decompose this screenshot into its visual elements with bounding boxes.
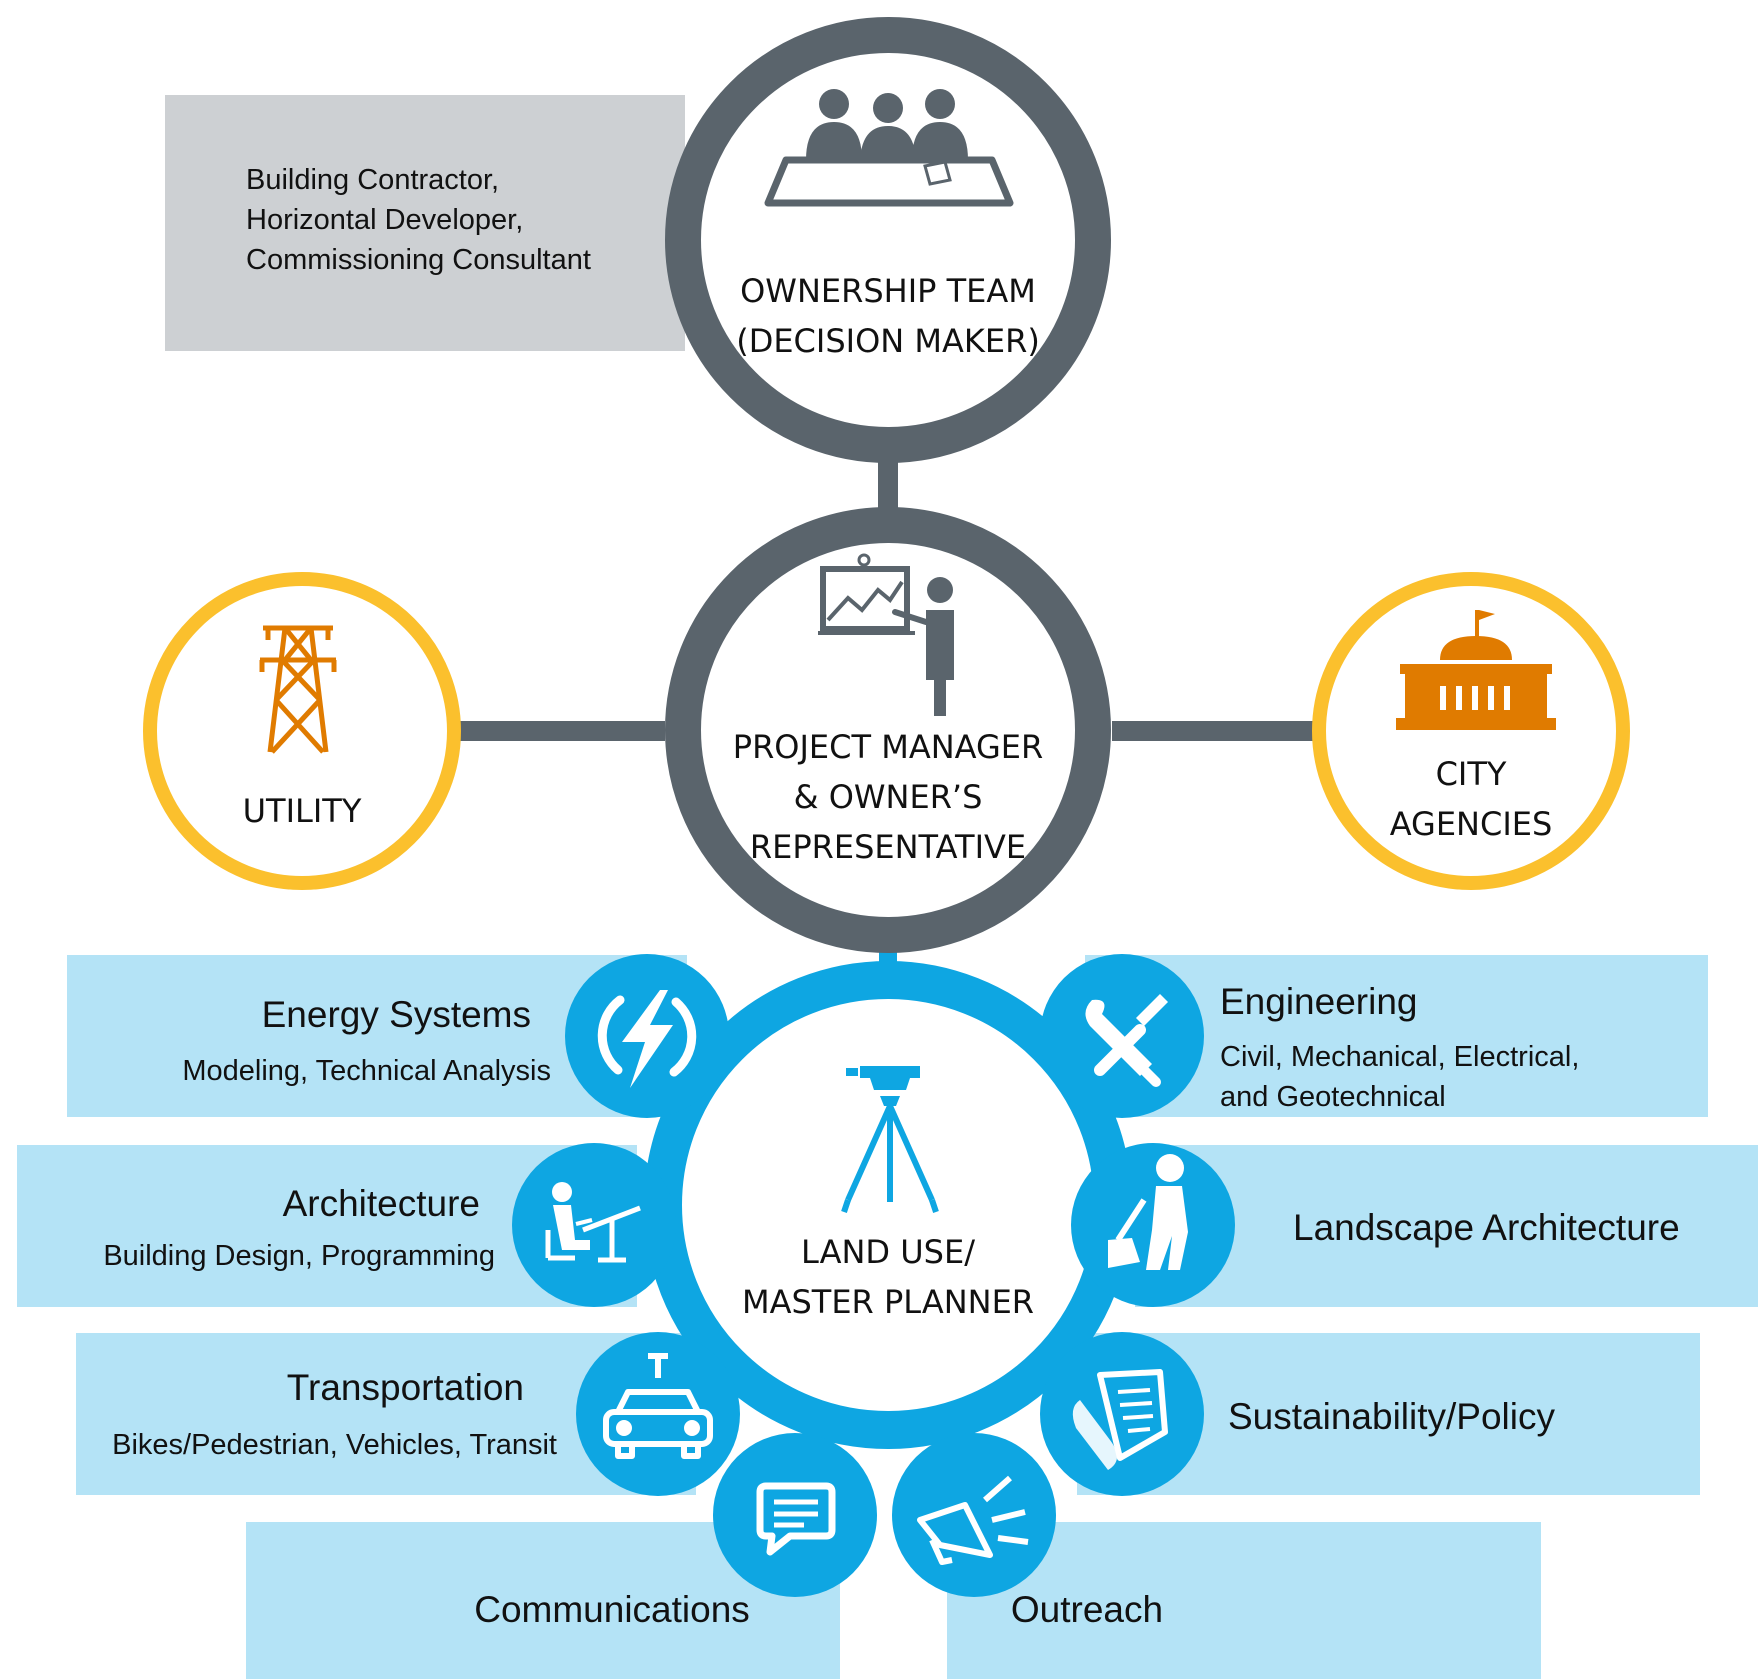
engineering-subtitle-line1: Civil, Mechanical, Electrical, <box>1220 1041 1579 1073</box>
architecture-subtitle: Building Design, Programming <box>103 1240 495 1272</box>
ownership-member-2: Horizontal Developer, <box>246 204 523 236</box>
connector-ownership-pm <box>878 455 898 520</box>
pm-title-line2: & OWNER’S <box>794 778 983 816</box>
ownership-member-1: Building Contractor, <box>246 164 499 196</box>
ownership-title-line1: OWNERSHIP TEAM <box>740 272 1036 310</box>
communications-icon-circle <box>713 1433 877 1597</box>
pm-title-line3: REPRESENTATIVE <box>750 828 1026 866</box>
landscape-architecture-box <box>1135 1145 1758 1307</box>
connector-utility-pm <box>460 721 665 741</box>
electric-car-icon <box>603 1353 713 1459</box>
surveyor-tripod-icon <box>841 1066 939 1213</box>
energy-systems-title: Energy Systems <box>262 994 531 1035</box>
communications-title: Communications <box>474 1589 750 1630</box>
utility-title: UTILITY <box>243 792 362 830</box>
engineering-subtitle-line2: and Geotechnical <box>1220 1081 1446 1113</box>
city-title-line2: AGENCIES <box>1390 805 1553 843</box>
transportation-subtitle: Bikes/Pedestrian, Vehicles, Transit <box>112 1429 557 1461</box>
architecture-title: Architecture <box>283 1183 480 1224</box>
team-meeting-icon <box>764 89 1014 207</box>
land-use-title-line2: MASTER PLANNER <box>742 1283 1034 1321</box>
power-tower-icon <box>259 625 337 754</box>
landscape-architecture-title: Landscape Architecture <box>1293 1207 1680 1248</box>
chat-bubble-icon <box>756 1482 836 1556</box>
sustainability-icon-circle <box>1040 1332 1204 1496</box>
ownership-team-circle <box>665 17 1111 463</box>
capitol-columns <box>1440 686 1510 710</box>
energy-systems-subtitle: Modeling, Technical Analysis <box>182 1055 551 1087</box>
ownership-members-box <box>165 95 685 351</box>
project-manager-circle <box>665 507 1111 953</box>
sustainability-policy-title: Sustainability/Policy <box>1228 1396 1555 1437</box>
outreach-title: Outreach <box>1011 1589 1163 1630</box>
worker-shovel-icon <box>1108 1154 1188 1270</box>
wrench-screwdriver-icon <box>1085 994 1168 1087</box>
land-use-title-line1: LAND USE/ <box>801 1233 975 1271</box>
lightning-icon <box>597 995 697 1077</box>
transportation-title: Transportation <box>287 1367 524 1408</box>
city-agencies-circle <box>1312 572 1630 890</box>
megaphone-icon <box>917 1475 1029 1565</box>
presentation-icon <box>818 553 954 716</box>
document-scroll-icon <box>1072 1369 1168 1470</box>
drafting-desk-icon <box>545 1182 641 1263</box>
outreach-icon-circle <box>892 1433 1056 1597</box>
energy-icon-circle <box>565 954 729 1118</box>
ownership-title-line2: (DECISION MAKER) <box>736 322 1040 360</box>
transportation-icon-circle <box>576 1332 740 1496</box>
engineering-title: Engineering <box>1220 981 1417 1022</box>
connector-pm-city <box>1112 721 1316 741</box>
landscape-icon-circle <box>1071 1143 1235 1307</box>
ownership-member-3: Commissioning Consultant <box>246 244 591 276</box>
city-title-line1: CITY <box>1436 755 1507 793</box>
architecture-icon-circle <box>512 1143 676 1307</box>
engineering-icon-circle <box>1040 954 1204 1118</box>
lightning-bolt-shape <box>622 990 673 1088</box>
pm-title-line1: PROJECT MANAGER <box>733 728 1043 766</box>
